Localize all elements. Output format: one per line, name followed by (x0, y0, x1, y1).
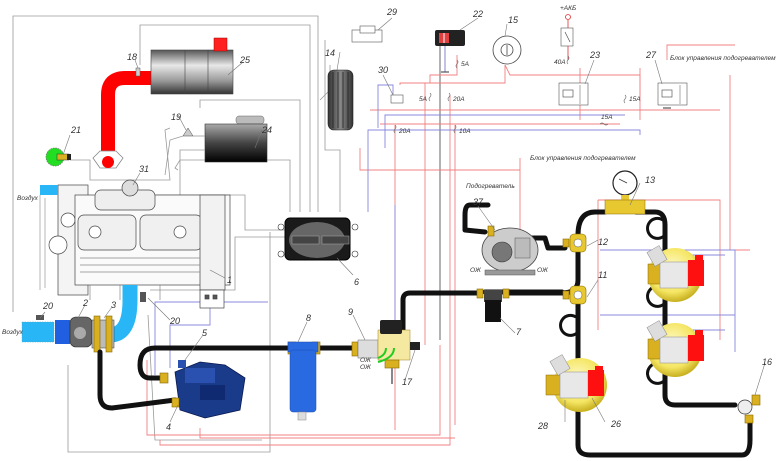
coolant-out-label: ОЖ (470, 267, 482, 274)
gas-solenoid-valve (476, 288, 510, 322)
label-29: 29 (386, 7, 397, 17)
battery-switch (560, 14, 574, 60)
cylinder-solenoid (588, 366, 604, 396)
dosing-coolant-1: ОЖ (360, 357, 372, 364)
fuse-10a: 10A (459, 128, 471, 135)
coolant-in-label: ОЖ (537, 267, 549, 274)
heater-control-label-top: Блок управления подогревателем (670, 54, 776, 62)
label-30: 30 (378, 65, 388, 75)
fuse-5a: 5A (419, 96, 427, 103)
ignition-switch (492, 35, 522, 65)
radiator-tank (204, 115, 268, 163)
air-outlet (40, 185, 58, 195)
label-14: 14 (325, 48, 335, 58)
tee-valve-11 (562, 285, 587, 305)
filling-valve (737, 394, 761, 424)
fuse-20a-top: 20A (452, 96, 465, 103)
gas-pressure-sensor (410, 342, 420, 350)
annotations: Воздух Воздух +АКБ Подогреватель Блок уп… (2, 5, 776, 371)
label-19: 19 (171, 112, 181, 122)
label-17: 17 (402, 377, 413, 387)
fuse-block (390, 94, 404, 104)
component-labels: 18 25 19 24 21 31 1 20 2 3 20 5 4 6 8 9 … (42, 7, 772, 432)
label-18: 18 (127, 52, 137, 62)
exhaust-temperature-sensor (135, 67, 141, 77)
air-out-label: Воздух (17, 194, 39, 202)
label-13: 13 (645, 175, 655, 185)
leader-lines (39, 17, 766, 423)
tee-valve-12 (562, 233, 587, 253)
label-4: 4 (166, 422, 171, 432)
relay-23 (558, 82, 589, 106)
label-25: 25 (239, 55, 251, 65)
air-in-label: Воздух (2, 328, 24, 336)
label-9: 9 (348, 307, 353, 317)
gas-reducer-heater (481, 225, 539, 276)
electronic-control-unit (277, 217, 359, 261)
fuses: 5A 5A 20A 20A 10A 40A 15A 15A (393, 55, 641, 135)
label-37: 37 (473, 197, 484, 207)
label-16: 16 (762, 357, 772, 367)
mixer (91, 315, 115, 353)
fuse-40a: 40A (554, 59, 566, 66)
label-20-intake: 20 (42, 301, 53, 311)
heater-control-label-mid: Блок управления подогревателем (530, 154, 636, 162)
fuse-22: 5A (461, 61, 469, 68)
label-2: 2 (82, 298, 88, 308)
label-8: 8 (306, 313, 311, 323)
air-sensor-boost (140, 292, 146, 302)
air-throttle (69, 316, 93, 348)
label-20-boost: 20 (169, 316, 180, 326)
fuse-15a-horizontal: 15A (601, 114, 613, 121)
pressure-gauge (604, 170, 646, 215)
accelerator-pedal (327, 69, 354, 131)
engine (39, 179, 231, 309)
label-11: 11 (598, 270, 607, 280)
dosing-coolant-2: ОЖ (360, 364, 372, 371)
label-21: 21 (70, 125, 81, 135)
fuse-20a-low: 20A (398, 128, 411, 135)
label-6: 6 (354, 277, 359, 287)
label-22: 22 (472, 9, 483, 19)
battery-label: +АКБ (560, 5, 576, 12)
coolant-sensor (164, 127, 205, 200)
label-28: 28 (537, 421, 548, 431)
label-15: 15 (508, 15, 519, 25)
gas-dosing-unit (351, 320, 411, 384)
fuse-15a-vertical: 15A (629, 96, 641, 103)
label-27: 27 (645, 50, 657, 60)
gas-cylinder-top (646, 245, 704, 302)
heater-label: Подогреватель (466, 182, 515, 190)
diagnostic-connector (351, 25, 383, 43)
label-26: 26 (610, 419, 621, 429)
label-3: 3 (111, 300, 116, 310)
gas-hoses (97, 202, 753, 458)
oil-pressure-sensor (45, 147, 71, 167)
label-5: 5 (202, 328, 208, 338)
mode-switch (435, 30, 465, 73)
label-12: 12 (598, 237, 608, 247)
label-24: 24 (261, 125, 272, 135)
label-23: 23 (589, 50, 600, 60)
label-7: 7 (516, 327, 522, 337)
relay-27 (657, 82, 688, 109)
gas-cylinder-middle (646, 320, 704, 377)
high-pressure-fuel-pump (159, 360, 246, 419)
gas-filter (287, 341, 321, 421)
air-sensor-intake (36, 315, 44, 320)
muffler (92, 37, 234, 169)
label-1: 1 (227, 275, 232, 285)
label-31: 31 (139, 164, 149, 174)
